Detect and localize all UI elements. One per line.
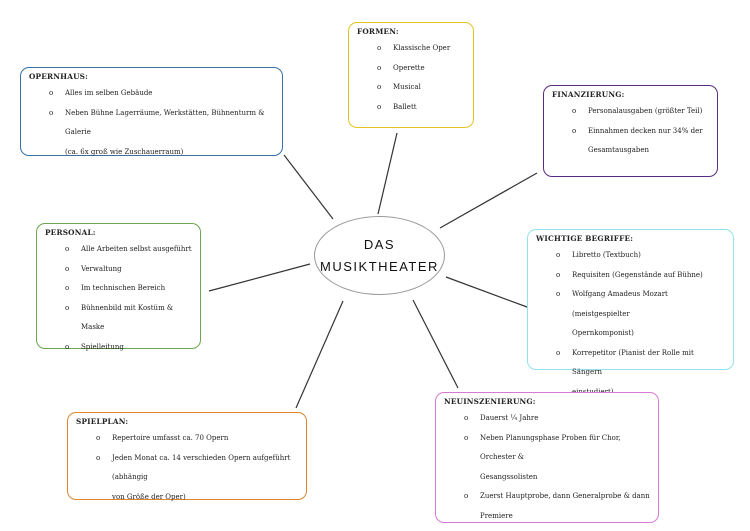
list-item-continuation: Gesamtausgaben — [588, 146, 650, 154]
link-neuinszenierung — [412, 299, 459, 389]
link-spielplan — [295, 300, 344, 409]
bullet-icon: o — [49, 108, 54, 117]
node-title: SPIELPLAN: — [76, 417, 129, 426]
bullet-icon: o — [65, 284, 70, 292]
bullet-icon: o — [377, 44, 382, 52]
bullet-icon: o — [556, 290, 561, 298]
node-title: FINANZIERUNG: — [552, 90, 625, 99]
list-item-continuation: Opernkomponist) — [572, 329, 634, 337]
node-title: PERSONAL: — [45, 228, 96, 237]
bullet-icon: o — [464, 433, 469, 442]
bullet-icon: o — [464, 414, 469, 422]
node-title: FORMEN: — [357, 27, 399, 36]
list-item-continuation: von Größe der Oper) — [112, 492, 186, 501]
list-item-continuation: einstudiert) — [556, 383, 725, 403]
link-personal — [208, 263, 311, 292]
bullet-icon: o — [65, 264, 70, 273]
node-title: OPERNHAUS: — [29, 72, 89, 81]
bullet-icon: o — [556, 348, 561, 357]
bullet-icon: o — [49, 89, 54, 97]
bullet-icon: o — [65, 245, 70, 253]
link-opernhaus — [283, 154, 334, 220]
node-title: WICHTIGE BEGRIFFE: — [536, 234, 634, 243]
link-begriffe — [445, 276, 528, 308]
bullet-icon: o — [464, 492, 469, 500]
bullet-icon: o — [556, 270, 561, 279]
central-topic: DAS MUSIKTHEATER — [314, 216, 445, 295]
bullet-icon: o — [65, 342, 70, 351]
node-title: NEUINSZENIERUNG: — [444, 397, 536, 406]
bullet-icon: o — [377, 83, 382, 91]
bullet-icon: o — [572, 107, 577, 115]
bullet-icon: o — [556, 251, 561, 259]
bullet-icon: o — [96, 453, 101, 462]
link-finanzierung — [439, 172, 538, 229]
link-formen — [377, 132, 398, 215]
list-item-continuation: (ca. 6x groß wie Zuschauerraum) — [65, 147, 184, 156]
bullet-icon: o — [96, 434, 101, 442]
center-line-2: MUSIKTHEATER — [320, 258, 439, 274]
bullet-icon: o — [377, 102, 382, 111]
bullet-icon: o — [572, 126, 577, 135]
bullet-icon: o — [65, 303, 70, 312]
center-line-1: DAS — [363, 236, 396, 252]
list-item-continuation: Gesangssolisten — [480, 472, 538, 481]
list-item-continuation: Premiere — [480, 511, 513, 520]
bullet-icon: o — [377, 63, 382, 72]
